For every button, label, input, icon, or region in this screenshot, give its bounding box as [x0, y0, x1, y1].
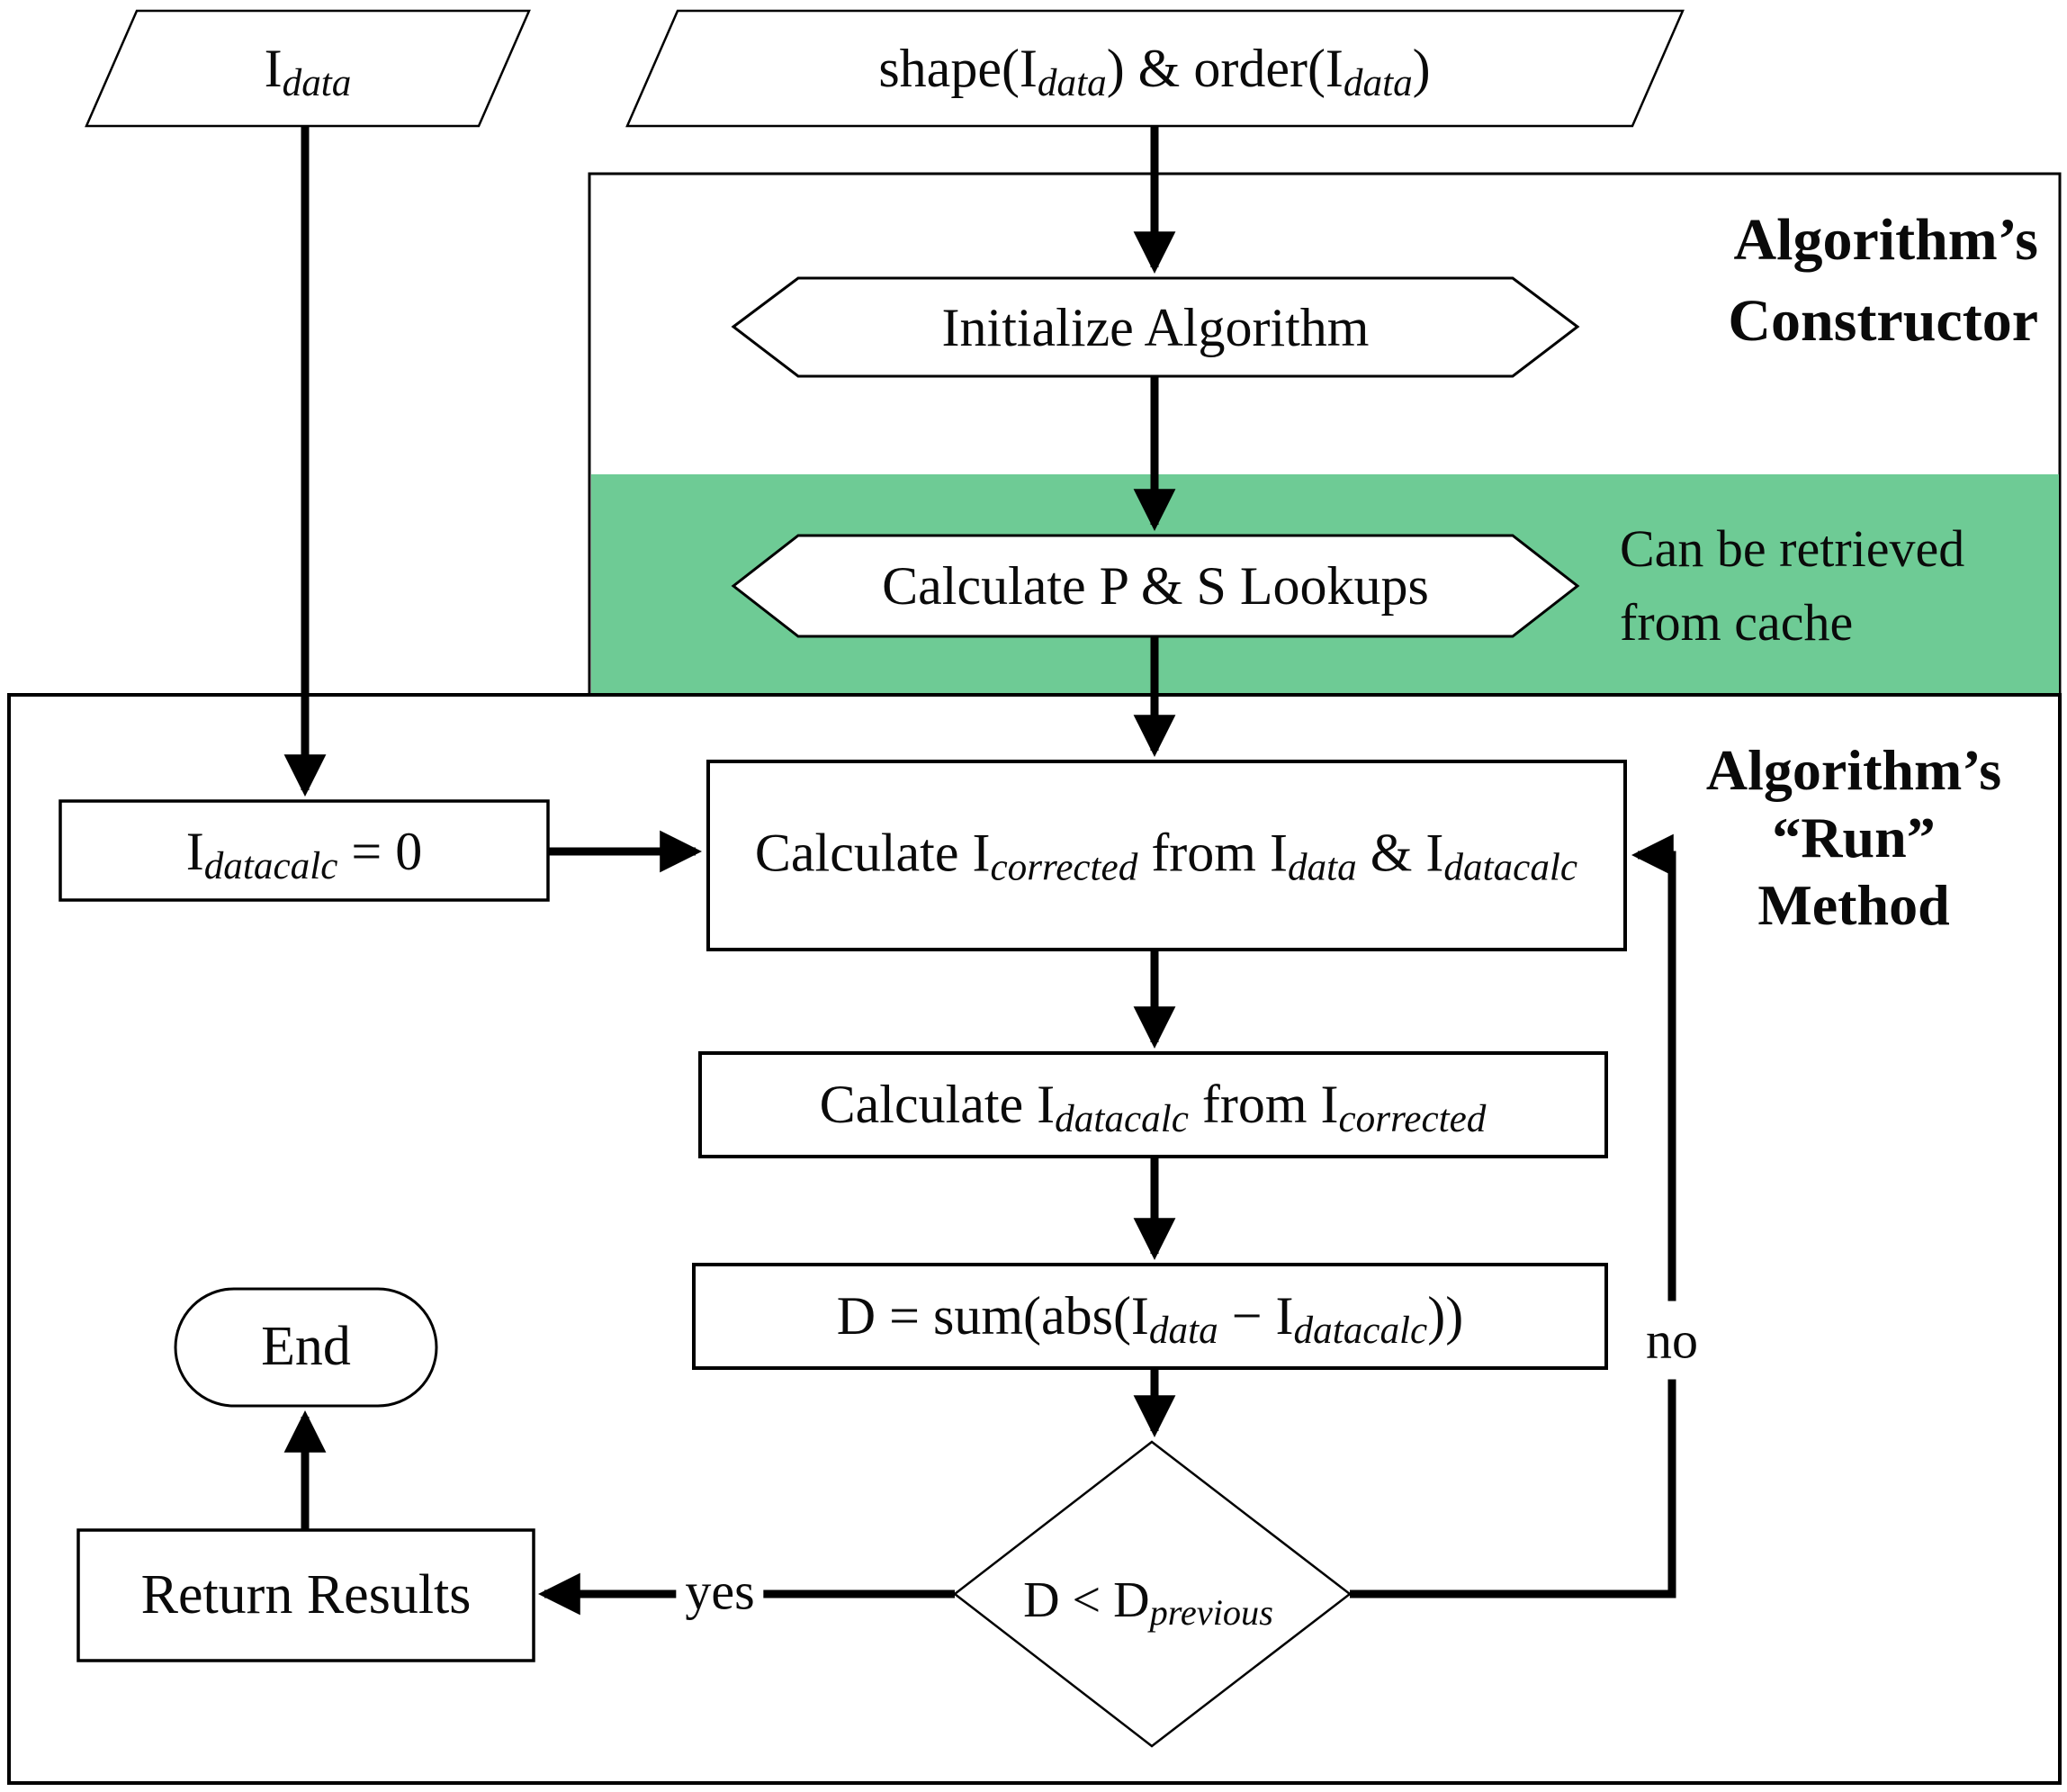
dsum-label: D = sum(abs(Idata − Idatacalc)): [836, 1286, 1464, 1352]
return-results-label: Return Results: [140, 1563, 472, 1625]
initzero-label: Idatacalc = 0: [185, 822, 423, 887]
end-terminator: [174, 1287, 438, 1408]
end-label: End: [261, 1315, 351, 1377]
initialize-label: Initialize Algorithm: [941, 298, 1370, 357]
lookups-hexagon: [731, 534, 1580, 638]
run-label-line1: Algorithm’s: [1705, 738, 2002, 802]
cache-note-line2: from cache: [1620, 593, 1854, 652]
calccorrected-line2: Idatacalc: [1425, 823, 1578, 889]
dsum-rect: [692, 1263, 1608, 1370]
calccorrected-rect: [706, 760, 1627, 951]
initialize-hexagon: [731, 276, 1580, 378]
shape-order-parallelogram: [625, 9, 1685, 128]
cache-note-line1: Can be retrieved: [1620, 519, 1965, 578]
arrow-decision-no-feedback: [1350, 833, 1676, 1598]
run-label-line3: Method: [1757, 873, 1950, 937]
return-results-rect: [76, 1528, 535, 1662]
decision-diamond: [952, 1440, 1353, 1748]
input-data-parallelogram: [85, 9, 531, 128]
constructor-label-line2: Constructor: [1728, 288, 2038, 354]
cache-note-label: Can be retrieved from cache: [1620, 512, 1964, 660]
shape-order-label: shape(Idata) & order(Idata): [878, 39, 1431, 104]
calccorrected-line1: Calculate Icorrected from Idata &: [754, 823, 1413, 889]
decision-label: D < Dprevious: [1023, 1572, 1273, 1634]
lookups-label: Calculate P & S Lookups: [882, 556, 1429, 616]
calccorrected-label: Calculate Icorrected from Idata & Idatac…: [716, 811, 1616, 902]
run-label-line2: “Run”: [1772, 806, 1936, 869]
run-method-region-label: Algorithm’s “Run” Method: [1629, 736, 2067, 939]
calcdatacalc-label: Calculate Idatacalc from Icorrected: [819, 1075, 1487, 1140]
edge-label-yes: yes: [676, 1555, 764, 1627]
initzero-rect: [58, 799, 550, 902]
calcdatacalc-rect: [698, 1051, 1608, 1158]
constructor-region-label: Algorithm’s Constructor: [1728, 200, 2038, 362]
input-data-label: Idata: [264, 39, 352, 104]
edge-label-no: no: [1633, 1301, 1711, 1380]
run-method-region-box: [7, 693, 2062, 1785]
constructor-label-line1: Algorithm’s: [1733, 207, 2038, 273]
